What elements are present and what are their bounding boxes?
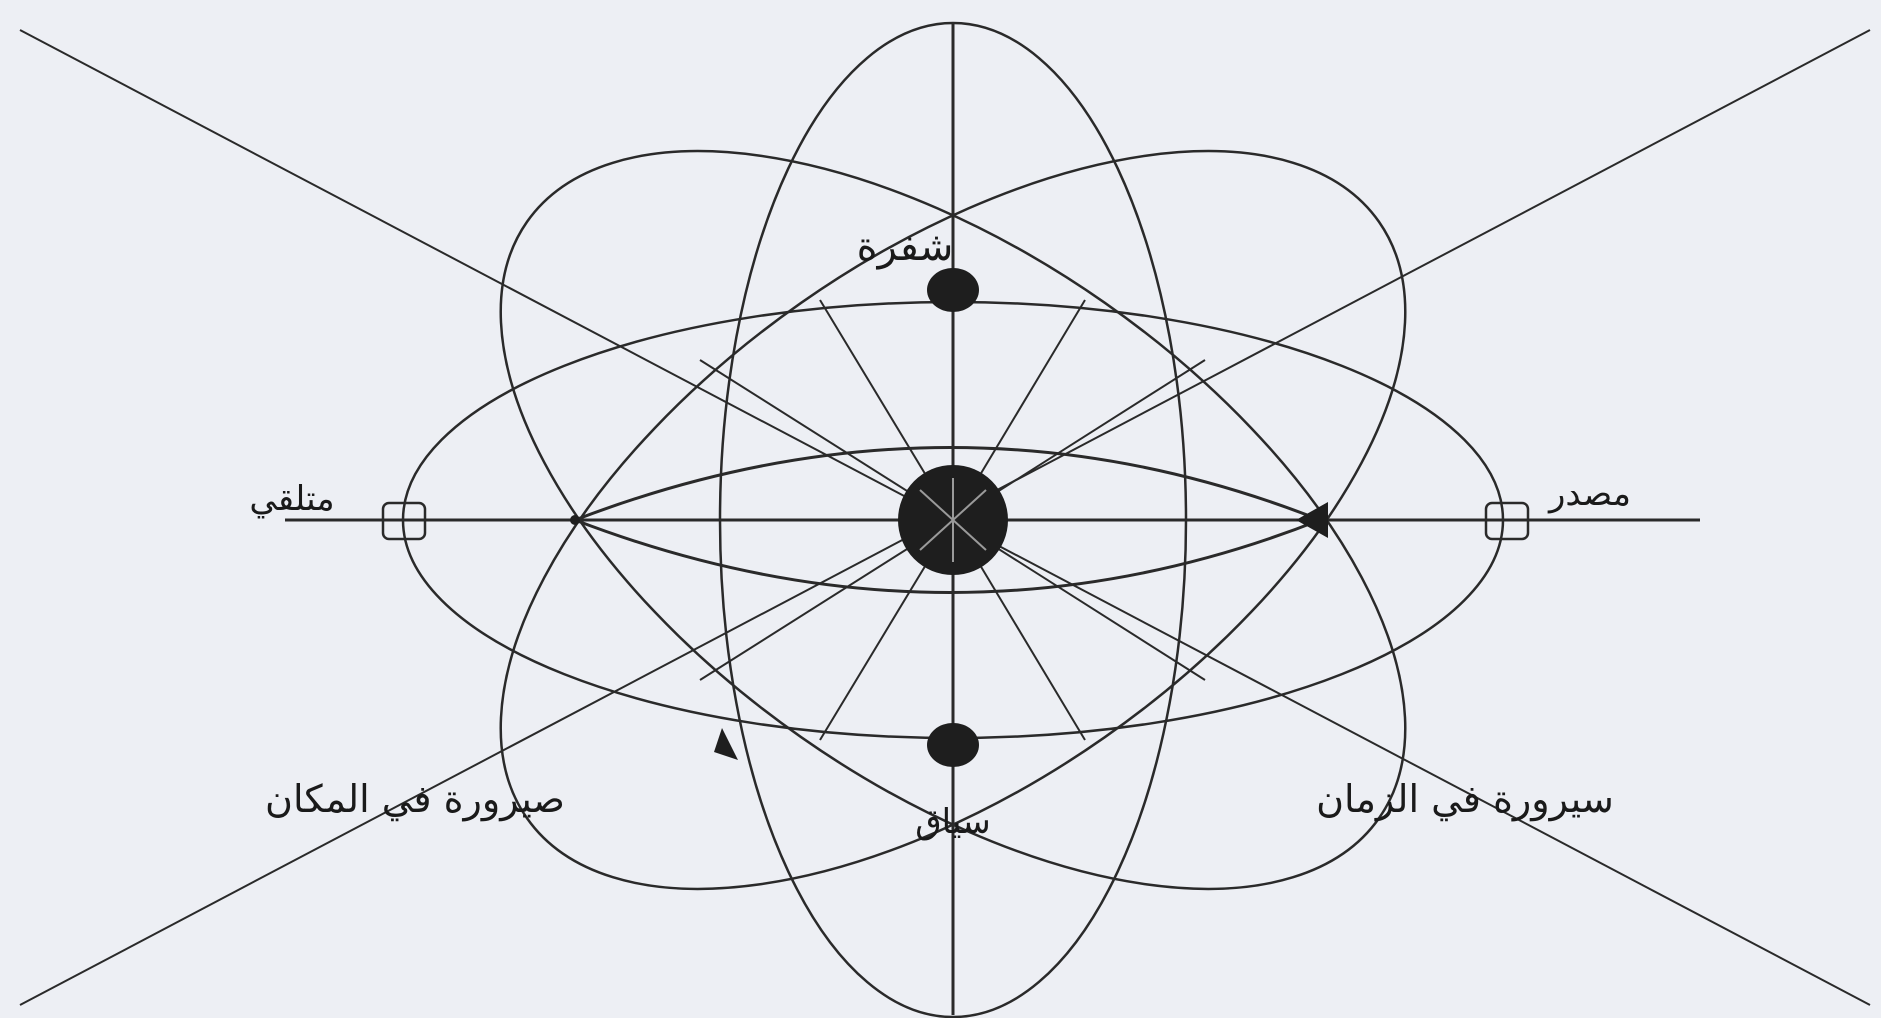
label-top: شفرة (857, 224, 954, 270)
top-node (927, 268, 979, 312)
label-bottom-left: صيرورة في المكان (265, 777, 565, 822)
label-left: متلقي (249, 479, 334, 519)
lens-arrowhead (1296, 502, 1328, 538)
lower-left-marker (714, 728, 738, 760)
lens-left-dot (570, 515, 580, 525)
label-bottom-right: سيرورة في الزمان (1316, 777, 1614, 822)
label-bottom: سياق (915, 802, 991, 842)
label-right: مصدر (1547, 474, 1631, 514)
bottom-node (927, 723, 979, 767)
